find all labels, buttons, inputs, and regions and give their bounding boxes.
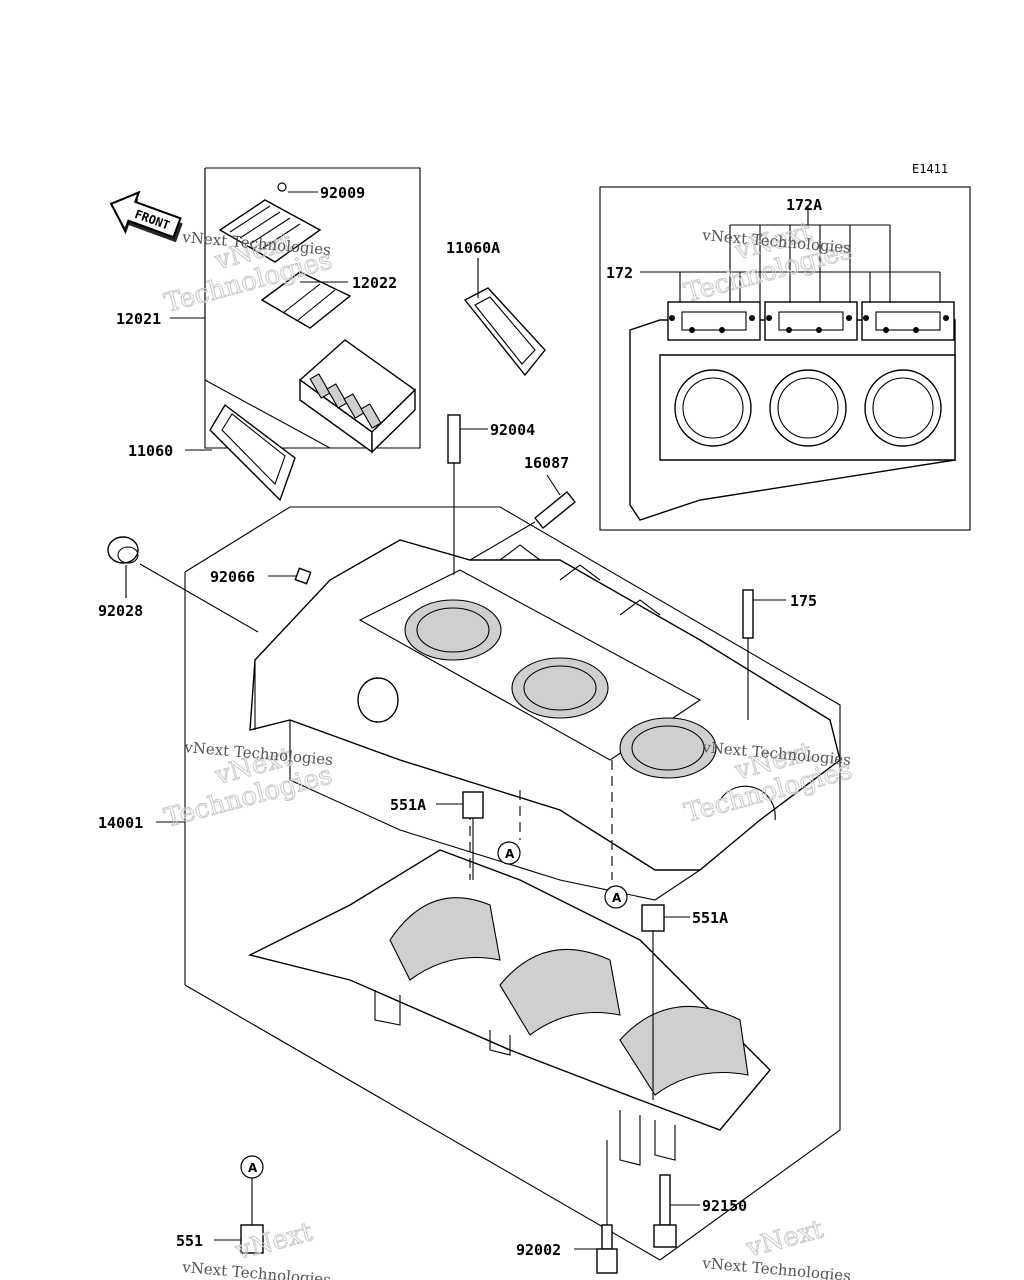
ref-marker-2: A xyxy=(604,885,628,909)
reed-cover xyxy=(218,182,322,263)
label-11060A: 11060A xyxy=(446,239,500,257)
gasket-11060A xyxy=(463,287,546,377)
svg-text:A: A xyxy=(505,847,515,861)
label-14001: 14001 xyxy=(98,814,143,832)
front-arrow-icon: FRONT xyxy=(109,190,183,243)
svg-text:A: A xyxy=(612,891,622,905)
label-92066: 92066 xyxy=(210,568,255,586)
label-16087: 16087 xyxy=(524,454,569,472)
label-92004: 92004 xyxy=(490,421,535,439)
ref-marker-1: A xyxy=(497,841,521,865)
label-551A-top: 551A xyxy=(390,796,426,814)
label-92028: 92028 xyxy=(98,602,143,620)
label-551A-bottom: 551A xyxy=(692,909,728,927)
svg-text:vNext: vNext xyxy=(742,1214,827,1264)
label-172: 172 xyxy=(606,264,633,282)
cylinder-inset-box: 172A 172 xyxy=(599,186,971,531)
gasket-11060 xyxy=(209,403,296,502)
label-12022: 12022 xyxy=(352,274,397,292)
small-parts xyxy=(107,414,786,1274)
label-551: 551 xyxy=(176,1232,203,1250)
main-labels: 92004 16087 92066 92028 175 551A 14001 5… xyxy=(98,421,817,1259)
reed-valve-box xyxy=(204,167,421,449)
upper-crankcase xyxy=(249,539,841,901)
label-92009: 92009 xyxy=(320,184,365,202)
label-12021: 12021 xyxy=(116,310,161,328)
svg-text:vNext Technologies: vNext Technologies xyxy=(701,1254,852,1280)
label-172A: 172A xyxy=(786,196,822,214)
reed-block xyxy=(298,339,417,454)
reed-petals xyxy=(260,271,352,329)
label-11060: 11060 xyxy=(128,442,173,460)
lower-crankcase xyxy=(247,849,771,1166)
label-92150: 92150 xyxy=(702,1197,747,1215)
diagram-code: E1411 xyxy=(912,162,948,176)
reed-labels: 92009 12022 12021 11060 11060A xyxy=(116,184,500,460)
label-92002: 92002 xyxy=(516,1241,561,1259)
ref-marker-3: A xyxy=(240,1155,264,1179)
svg-text:A: A xyxy=(248,1161,258,1175)
crankcase-outline-box xyxy=(184,506,841,1261)
label-175: 175 xyxy=(790,592,817,610)
